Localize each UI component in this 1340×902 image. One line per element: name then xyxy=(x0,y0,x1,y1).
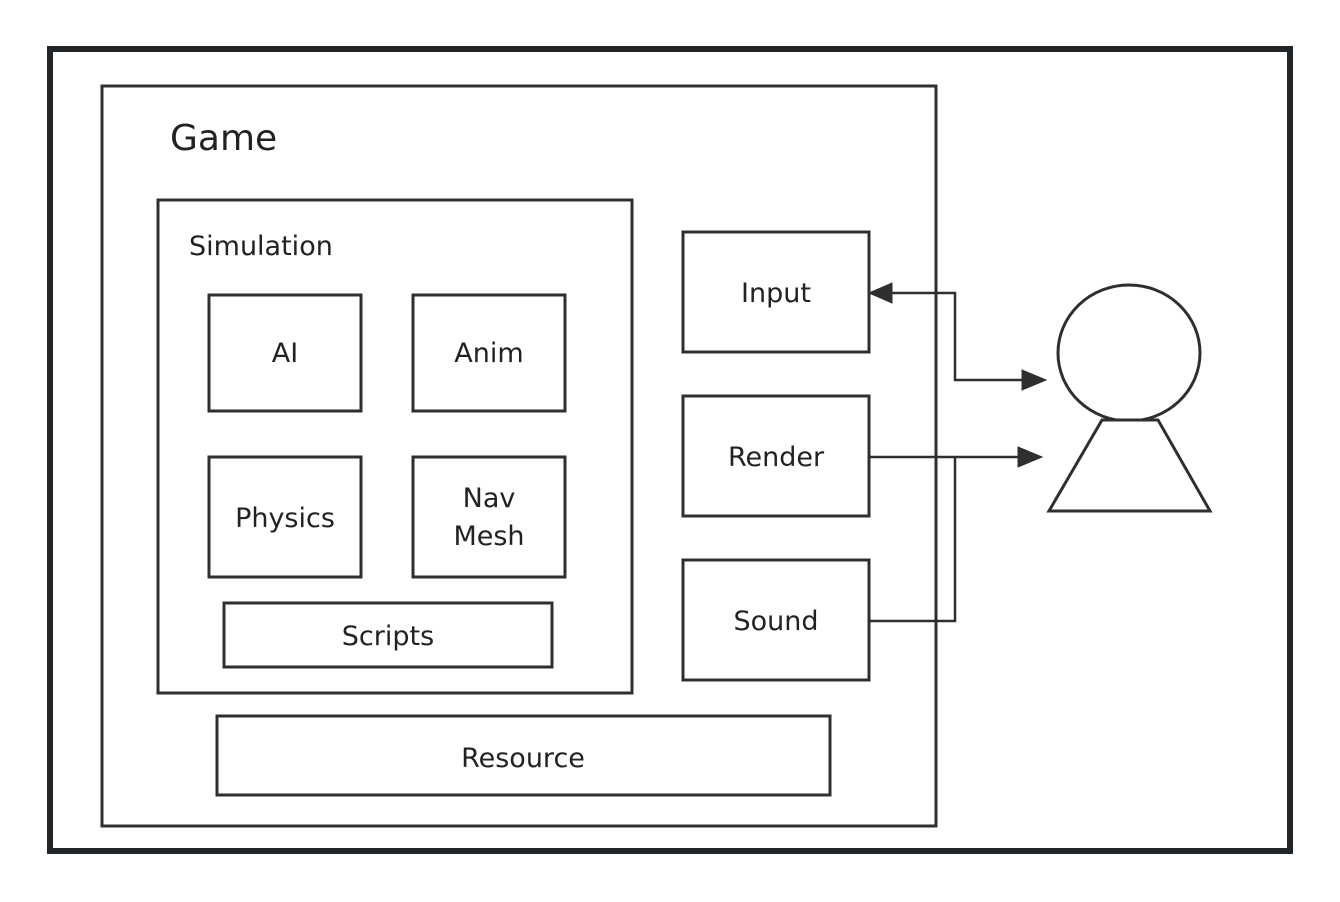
person-icon xyxy=(1046,283,1213,513)
input-arrowhead xyxy=(867,282,893,304)
navmesh-label-line2: Mesh xyxy=(453,521,524,552)
scripts-label: Scripts xyxy=(342,621,434,652)
input-box xyxy=(681,230,871,354)
physics-box xyxy=(207,455,363,579)
game-label: Game xyxy=(170,118,277,159)
navmesh-label-line1: Nav xyxy=(463,483,516,514)
render-arrowhead xyxy=(1017,446,1044,468)
anim-box xyxy=(411,293,567,413)
simulation-label: Simulation xyxy=(189,231,333,262)
resource-label: Resource xyxy=(461,743,585,774)
sound-player-connector xyxy=(869,457,957,623)
input-player-connector xyxy=(890,291,1022,382)
anim-label: Anim xyxy=(454,338,523,369)
render-label: Render xyxy=(728,442,825,473)
physics-label: Physics xyxy=(235,503,335,534)
resource-box xyxy=(215,714,832,797)
sound-label: Sound xyxy=(733,606,818,637)
navmesh-box xyxy=(411,455,567,579)
actor-head xyxy=(1056,283,1202,423)
player-input-arrowhead xyxy=(1021,369,1048,391)
scripts-box xyxy=(222,601,554,669)
ai-box xyxy=(207,293,363,413)
render-box xyxy=(681,394,871,518)
input-label: Input xyxy=(741,278,811,309)
ai-label: AI xyxy=(272,338,298,369)
actor-body xyxy=(1046,418,1213,513)
